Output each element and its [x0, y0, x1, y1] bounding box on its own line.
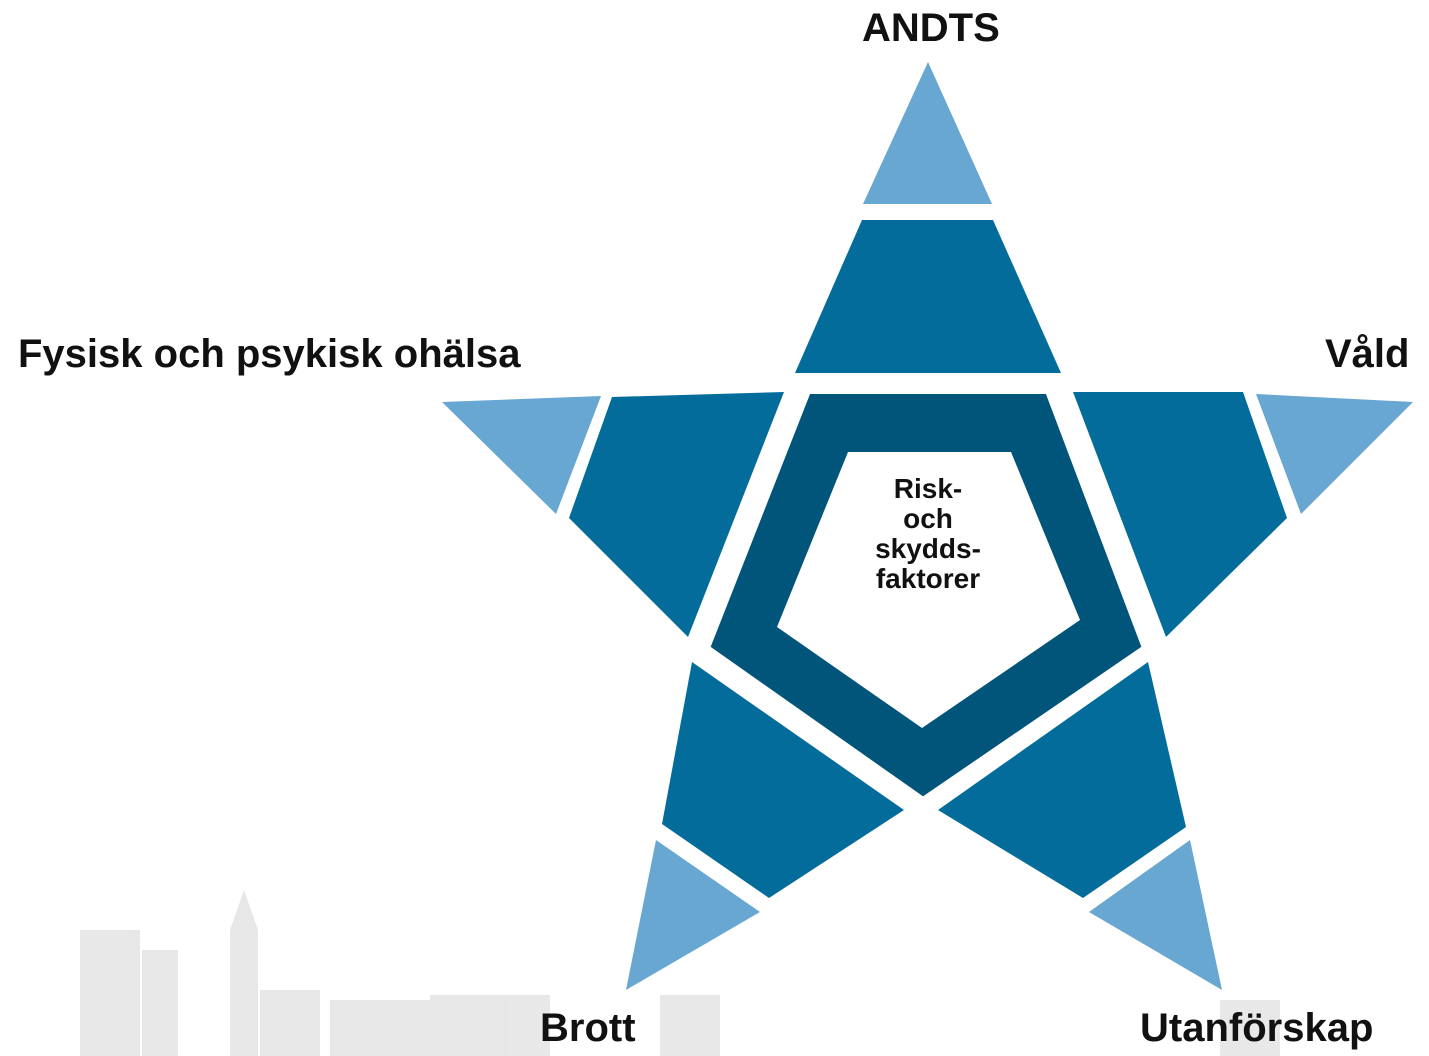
arm-bottom-right-inner — [938, 662, 1186, 898]
label-vald: Våld — [1325, 332, 1410, 376]
center-label-line-4: faktorer — [875, 563, 981, 594]
label-brott: Brott — [540, 1006, 636, 1050]
label-andts: ANDTS — [862, 6, 1000, 50]
center-label-line-2: och — [903, 503, 953, 534]
label-utanforskap: Utanförskap — [1140, 1006, 1374, 1050]
center-label-line-1: Risk- — [893, 473, 963, 504]
arm-bottom-right-tip — [1089, 840, 1222, 990]
arm-left-inner — [569, 392, 784, 637]
arm-right-inner — [1073, 392, 1287, 637]
background-skyline — [80, 890, 1280, 1056]
arm-top-inner — [795, 220, 1061, 373]
label-fysisk-och-psykisk-ohalsa: Fysisk och psykisk ohälsa — [18, 332, 521, 376]
arm-bottom-left-tip — [626, 840, 760, 990]
center-label-line-3: skydds- — [875, 533, 981, 564]
center-label: Risk- och skydds- faktorer — [848, 474, 1008, 594]
arm-left-tip — [442, 396, 601, 514]
center-pentagon-inner — [777, 452, 1080, 728]
arm-top-tip — [863, 62, 992, 204]
arm-right-tip — [1256, 394, 1413, 514]
arm-bottom-left-inner — [662, 662, 904, 898]
